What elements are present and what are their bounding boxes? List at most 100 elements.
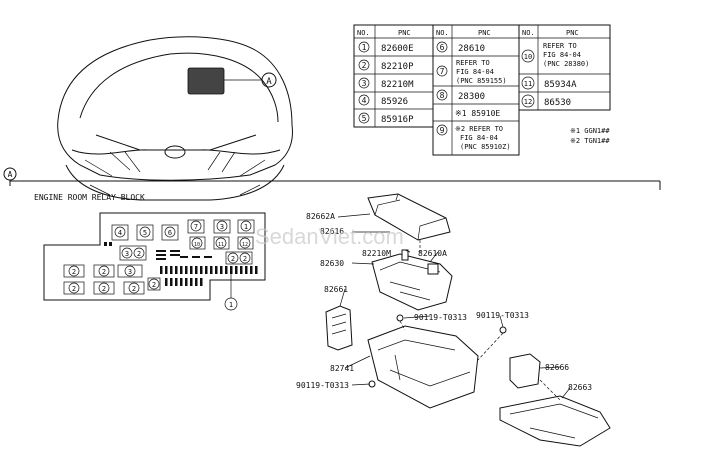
table-row: 6 28610 — [436, 41, 485, 54]
exploded-parts — [325, 193, 611, 447]
svg-text:2: 2 — [102, 285, 106, 293]
relay-bracket — [499, 395, 611, 447]
svg-text:11: 11 — [218, 242, 224, 248]
table-row: 10 REFER TO FIG 84-04 (PNC 28380) — [521, 42, 589, 68]
svg-text:3: 3 — [220, 223, 224, 231]
svg-text:1: 1 — [244, 223, 248, 231]
col3-header-no: NO. — [522, 29, 535, 37]
table-row: 1 82600E — [358, 41, 414, 54]
relay-part-82661 — [325, 305, 353, 351]
svg-text:12: 12 — [524, 98, 532, 106]
svg-text:10: 10 — [194, 242, 200, 248]
label-82663: 82663 — [568, 383, 592, 392]
svg-text:3: 3 — [125, 250, 129, 258]
callout-a-label: A — [266, 77, 272, 87]
svg-text:82210M: 82210M — [381, 80, 414, 90]
svg-text:※2 REFER TO: ※2 REFER TO — [455, 125, 503, 133]
svg-text:1: 1 — [229, 301, 233, 309]
svg-text:REFER TO: REFER TO — [543, 42, 577, 50]
label-90119-b: 90119-T0313 — [476, 311, 529, 320]
pnc-table: NO. PNC NO. PNC NO. PNC 1 82600E 2 82210… — [353, 24, 611, 156]
relay-part-82666 — [509, 353, 541, 389]
callout-a-circle — [261, 72, 277, 88]
svg-text:9: 9 — [440, 126, 445, 135]
svg-text:2: 2 — [152, 281, 156, 289]
svg-text:82210P: 82210P — [381, 62, 414, 72]
relay-block-upper — [371, 253, 453, 311]
svg-text:12: 12 — [242, 242, 248, 248]
svg-text:(PNC 28380): (PNC 28380) — [543, 60, 589, 68]
svg-text:85916P: 85916P — [381, 115, 414, 125]
label-82741: 82741 — [330, 364, 354, 373]
col2-header-pnc: PNC — [478, 29, 491, 37]
label-90119-c: 90119-T0313 — [296, 381, 349, 390]
svg-text:2: 2 — [72, 285, 76, 293]
svg-text:11: 11 — [524, 80, 532, 88]
svg-text:28610: 28610 — [458, 44, 485, 54]
section-divider: A — [3, 167, 661, 190]
svg-text:2: 2 — [132, 285, 136, 293]
relay-block-lower-box — [367, 325, 479, 409]
svg-text:3: 3 — [128, 268, 132, 276]
col1-header-no: NO. — [357, 29, 370, 37]
svg-text:82600E: 82600E — [381, 44, 414, 54]
table-row: 4 85926 — [358, 94, 408, 107]
relay-block-title: ENGINE ROOM RELAY BLOCK — [34, 193, 145, 202]
svg-text:REFER TO: REFER TO — [456, 59, 490, 67]
svg-text:2: 2 — [137, 250, 141, 258]
svg-text:4: 4 — [362, 96, 367, 105]
svg-text:3: 3 — [362, 79, 367, 88]
part-labels: 82662A 82616 82210M 82610A 82630 82661 9… — [296, 212, 592, 392]
col1-header-pnc: PNC — [398, 29, 411, 37]
svg-text:(PNC 859155): (PNC 859155) — [456, 77, 507, 85]
relay-block-layout: 4 5 6 7 3 1 3 2 10 11 12 2 2 2 2 3 2 2 2… — [43, 212, 266, 311]
svg-text:10: 10 — [524, 53, 532, 61]
svg-text:28300: 28300 — [458, 92, 485, 102]
svg-text:FIG 84-04: FIG 84-04 — [543, 51, 581, 59]
svg-text:2: 2 — [362, 61, 367, 70]
svg-text:1: 1 — [362, 43, 367, 52]
note-2: ※2 TGN1## — [570, 137, 610, 145]
svg-text:2: 2 — [72, 268, 76, 276]
label-82662a: 82662A — [306, 212, 335, 221]
watermark: SedanViet.com — [255, 224, 404, 249]
svg-text:6: 6 — [168, 229, 172, 237]
fuse-strip — [104, 242, 258, 286]
table-row: 11 85934A — [521, 76, 577, 90]
col2-header-no: NO. — [436, 29, 449, 37]
label-82610a: 82610A — [418, 249, 447, 258]
table-row: 3 82210M — [358, 77, 414, 90]
svg-text:6: 6 — [440, 43, 445, 52]
svg-text:2: 2 — [243, 255, 247, 263]
svg-text:2: 2 — [102, 268, 106, 276]
svg-text:4: 4 — [118, 229, 122, 237]
table-row: 8 28300 — [436, 89, 485, 102]
label-90119-a: 90119-T0313 — [414, 313, 467, 322]
table-row: 9 ※2 REFER TO FIG 84-04 (PNC 85910Z) — [436, 124, 511, 151]
svg-text:FIG 84-04: FIG 84-04 — [460, 134, 498, 142]
svg-text:5: 5 — [362, 114, 367, 123]
svg-text:7: 7 — [440, 67, 445, 76]
label-82661: 82661 — [324, 285, 348, 294]
table-row: 12 86530 — [521, 94, 571, 108]
section-marker-label: A — [8, 170, 13, 179]
svg-text:(PNC 85910Z): (PNC 85910Z) — [460, 143, 511, 151]
table-row: 2 82210P — [358, 59, 414, 72]
table-row: 5 85916P — [358, 112, 414, 125]
svg-text:8: 8 — [440, 91, 445, 100]
car-front-illustration: A — [57, 36, 293, 201]
label-82616: 82616 — [320, 227, 344, 236]
relay-block-location-marker — [187, 67, 225, 95]
label-82666: 82666 — [545, 363, 569, 372]
svg-text:2: 2 — [231, 255, 235, 263]
svg-text:7: 7 — [194, 223, 198, 231]
relay-block-callout — [224, 297, 238, 311]
note-1: ※1 GGN1## — [570, 127, 610, 135]
svg-text:86530: 86530 — [544, 98, 571, 108]
label-82210m: 82210M — [362, 249, 391, 258]
svg-text:FIG 84-04: FIG 84-04 — [456, 68, 494, 76]
table-row: ※1 85910E — [455, 109, 500, 118]
svg-text:85934A: 85934A — [544, 80, 577, 90]
label-82630: 82630 — [320, 259, 344, 268]
